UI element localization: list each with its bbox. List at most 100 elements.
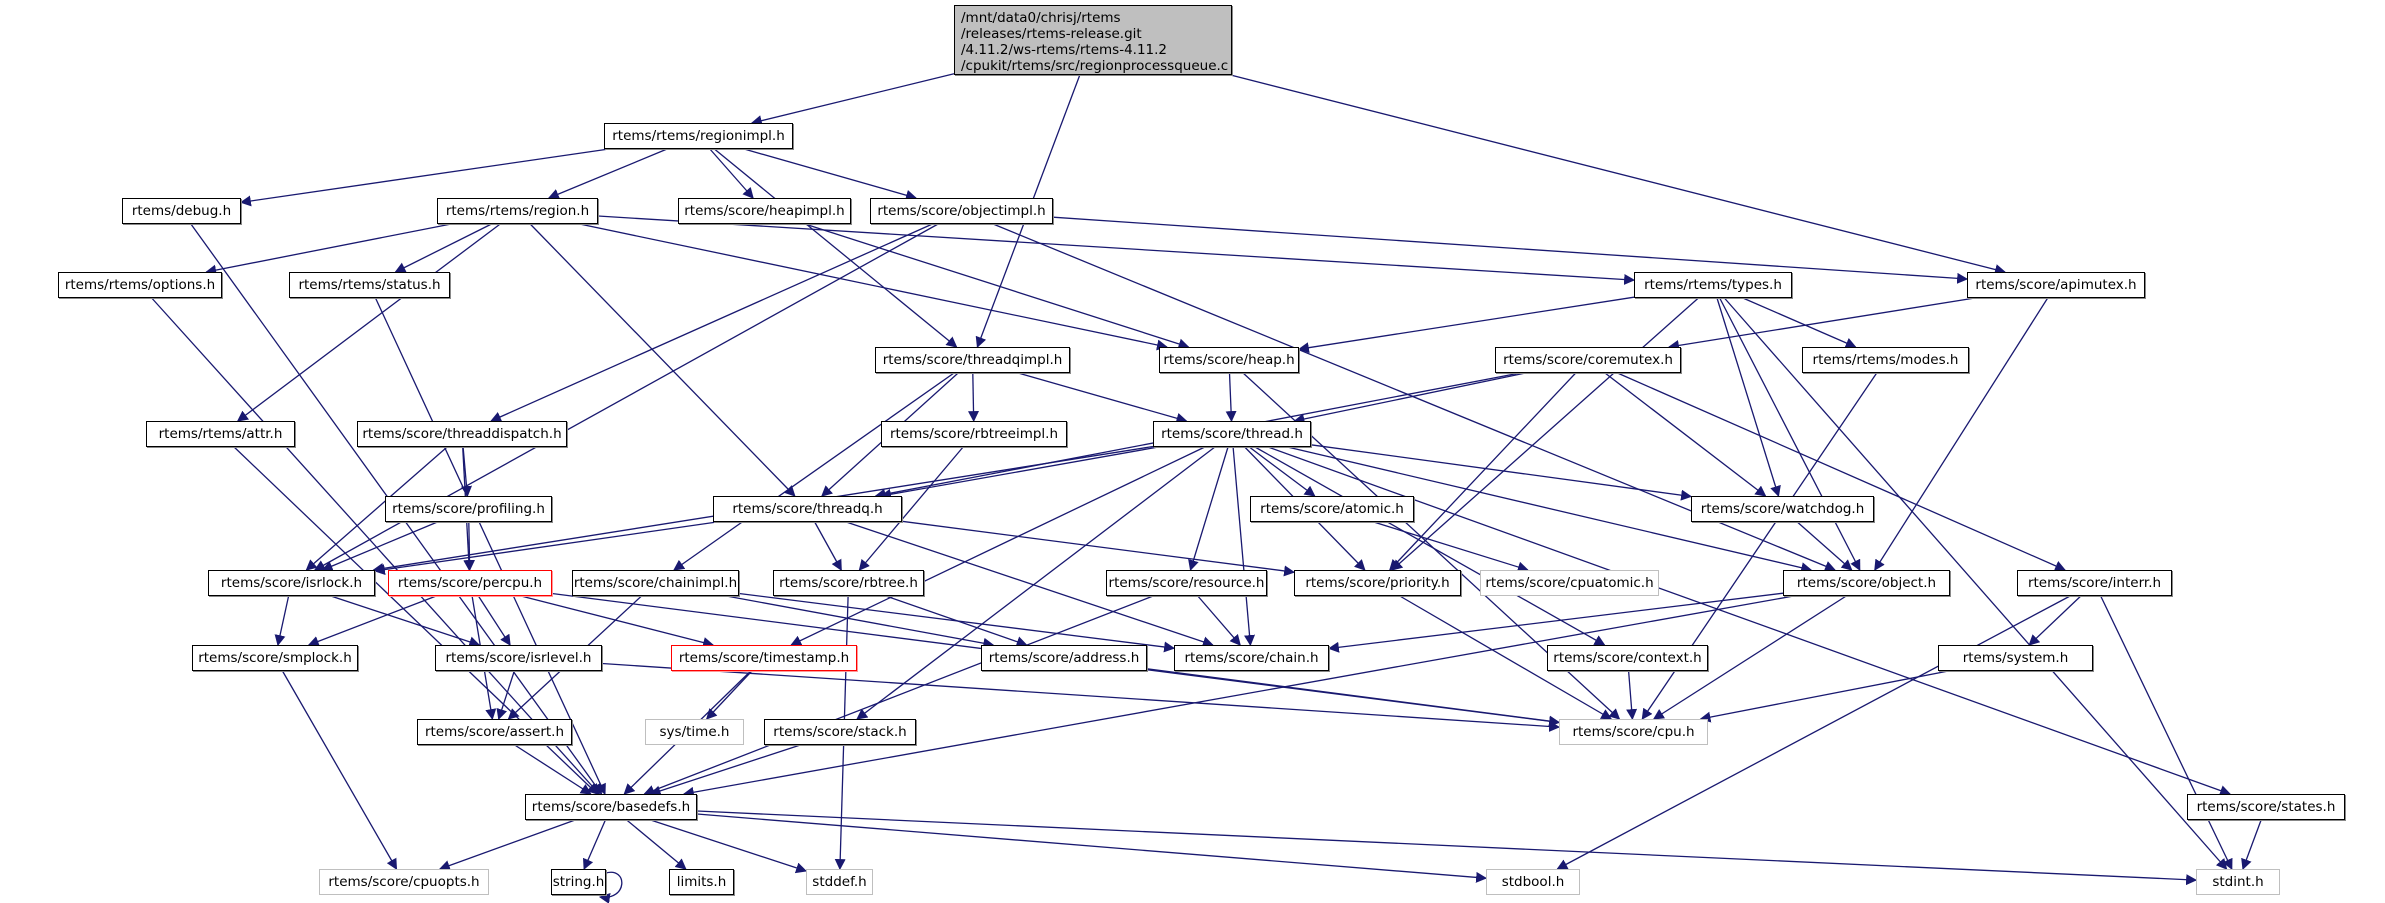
edge-apimutex-to-object — [1874, 297, 2049, 571]
node-assert[interactable]: rtems/score/assert.h — [417, 719, 572, 745]
node-object[interactable]: rtems/score/object.h — [1783, 570, 1950, 596]
edge-threadq-to-rbtree — [814, 521, 842, 571]
node-watchdog[interactable]: rtems/score/watchdog.h — [1691, 496, 1874, 522]
edge-object-to-chain — [1327, 592, 1784, 653]
edge-rbtreeimpl-to-rbtree — [858, 446, 964, 571]
node-objectimpl[interactable]: rtems/score/objectimpl.h — [870, 198, 1053, 224]
node-priority[interactable]: rtems/score/priority.h — [1294, 570, 1461, 596]
node-modes[interactable]: rtems/rtems/modes.h — [1802, 347, 1969, 373]
edge-thread-to-threadq — [880, 446, 1159, 500]
root-path-line: /mnt/data0/chrisj/rtems — [961, 10, 1121, 26]
edge-regionimpl-to-objectimpl — [743, 148, 917, 201]
edge-regionimpl-to-debug — [239, 148, 609, 207]
node-atomic[interactable]: rtems/score/atomic.h — [1250, 496, 1414, 522]
edge-interr-to-stdbool — [1556, 595, 2071, 870]
edge-string-to-string — [598, 871, 623, 903]
root-path-line: /releases/rtems-release.git — [961, 26, 1142, 42]
edge-types-to-object — [1719, 297, 1861, 571]
node-label: string.h — [552, 874, 605, 890]
edge-region-to-attr — [236, 223, 501, 422]
node-label: rtems/rtems/types.h — [1644, 277, 1782, 293]
edge-regionimpl-to-threadqimpl — [713, 148, 958, 348]
edge-context-to-cpu — [1626, 670, 1638, 721]
node-states[interactable]: rtems/score/states.h — [2187, 794, 2345, 820]
node-profiling[interactable]: rtems/score/profiling.h — [385, 496, 552, 522]
node-label: rtems/score/percpu.h — [397, 575, 543, 591]
node-label: rtems/score/rbtree.h — [779, 575, 918, 591]
edge-isrlock-to-smplock — [274, 595, 290, 647]
node-options[interactable]: rtems/rtems/options.h — [58, 272, 222, 298]
node-thread[interactable]: rtems/score/thread.h — [1153, 421, 1311, 447]
node-system[interactable]: rtems/system.h — [1938, 645, 2093, 671]
node-heapimpl[interactable]: rtems/score/heapimpl.h — [678, 198, 851, 224]
node-label: rtems/score/timestamp.h — [678, 650, 850, 666]
node-label: rtems/score/atomic.h — [1260, 501, 1404, 517]
edge-objectimpl-to-threaddispatch — [490, 223, 933, 422]
node-systime: sys/time.h — [645, 719, 744, 745]
node-region[interactable]: rtems/rtems/region.h — [437, 198, 598, 224]
node-rbtree[interactable]: rtems/score/rbtree.h — [773, 570, 924, 596]
node-cpuatomic: rtems/score/cpuatomic.h — [1480, 570, 1659, 596]
node-timestamp[interactable]: rtems/score/timestamp.h — [671, 645, 857, 671]
edge-percpu-to-smplock — [307, 595, 437, 647]
edge-coremutex-to-thread — [1293, 372, 1526, 425]
node-threadq[interactable]: rtems/score/threadq.h — [713, 496, 902, 522]
edge-watchdog-to-object — [1796, 521, 1853, 571]
node-isrlock[interactable]: rtems/score/isrlock.h — [208, 570, 375, 596]
edge-threadq-to-chain — [845, 521, 1214, 648]
node-threadqimpl[interactable]: rtems/score/threadqimpl.h — [875, 347, 1070, 373]
node-context[interactable]: rtems/score/context.h — [1547, 645, 1708, 671]
edge-basedefs-to-string — [583, 819, 606, 871]
node-coremutex[interactable]: rtems/score/coremutex.h — [1495, 347, 1681, 373]
edge-regionimpl-to-heapimpl — [709, 148, 754, 199]
edge-threadqimpl-to-rbtreeimpl — [968, 372, 980, 423]
node-label: rtems/score/smplock.h — [198, 650, 352, 666]
node-label: rtems/score/assert.h — [424, 724, 565, 740]
edge-coremutex-to-priority — [1389, 372, 1577, 571]
node-percpu[interactable]: rtems/score/percpu.h — [388, 570, 552, 596]
node-smplock[interactable]: rtems/score/smplock.h — [192, 645, 358, 671]
node-resource[interactable]: rtems/score/resource.h — [1106, 570, 1267, 596]
node-isrlevel[interactable]: rtems/score/isrlevel.h — [435, 645, 602, 671]
edge-basedefs-to-stddef — [650, 819, 808, 874]
edge-thread-to-chain — [1232, 446, 1256, 647]
node-label: rtems/score/coremutex.h — [1503, 352, 1673, 368]
node-label: rtems/rtems/regionimpl.h — [612, 128, 785, 144]
node-interr[interactable]: rtems/score/interr.h — [2017, 570, 2172, 596]
edge-regionimpl-to-region — [547, 148, 668, 200]
node-label: stddef.h — [812, 874, 867, 890]
node-apimutex[interactable]: rtems/score/apimutex.h — [1967, 272, 2145, 298]
root-file-node[interactable]: /mnt/data0/chrisj/rtems /releases/rtems-… — [954, 5, 1232, 75]
node-threaddispatch[interactable]: rtems/score/threaddispatch.h — [357, 421, 567, 447]
node-basedefs[interactable]: rtems/score/basedefs.h — [525, 794, 697, 820]
edge-object-to-cpu — [1652, 595, 1847, 720]
edge-resource-to-basedefs — [643, 595, 1154, 796]
node-chain[interactable]: rtems/score/chain.h — [1174, 645, 1329, 671]
node-status[interactable]: rtems/rtems/status.h — [289, 272, 450, 298]
node-stack[interactable]: rtems/score/stack.h — [764, 719, 916, 745]
edge-profiling-to-percpu — [464, 521, 476, 572]
node-types[interactable]: rtems/rtems/types.h — [1634, 272, 1792, 298]
node-debug[interactable]: rtems/debug.h — [122, 198, 241, 224]
node-label: rtems/score/isrlock.h — [220, 575, 363, 591]
node-heap[interactable]: rtems/score/heap.h — [1159, 347, 1299, 373]
edge-types-to-modes — [1742, 297, 1857, 349]
node-stdint: stdint.h — [2196, 869, 2280, 895]
node-attr[interactable]: rtems/rtems/attr.h — [146, 421, 295, 447]
edge-types-to-watchdog — [1716, 297, 1781, 498]
edge-percpu-to-isrlevel — [477, 595, 511, 646]
edge-threadq-to-priority — [901, 520, 1296, 577]
edge-types-to-stdint — [1723, 297, 2228, 870]
node-label: rtems/score/context.h — [1553, 650, 1702, 666]
node-regionimpl[interactable]: rtems/rtems/regionimpl.h — [604, 123, 793, 149]
node-label: rtems/score/watchdog.h — [1700, 501, 1865, 517]
node-label: stdbool.h — [1501, 874, 1565, 890]
node-label: rtems/score/rbtreeimpl.h — [889, 426, 1059, 442]
node-chainimpl[interactable]: rtems/score/chainimpl.h — [572, 570, 739, 596]
node-limits[interactable]: limits.h — [669, 869, 734, 895]
node-string[interactable]: string.h — [551, 869, 606, 895]
node-address[interactable]: rtems/score/address.h — [981, 645, 1147, 671]
node-rbtreeimpl[interactable]: rtems/score/rbtreeimpl.h — [881, 421, 1067, 447]
edge-region-to-heap — [579, 223, 1168, 351]
